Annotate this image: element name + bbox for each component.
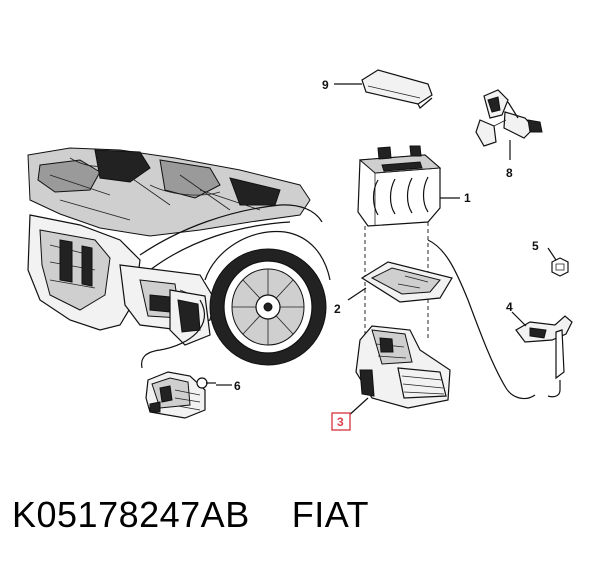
vehicle-front-illustration: [27, 147, 331, 366]
callout-8: 8: [506, 166, 513, 180]
battery-support-part-3: [355, 325, 451, 409]
callout-6: 6: [234, 379, 241, 393]
exploded-parts-diagram: 9 8 1 5 2 4 6 3: [27, 69, 573, 431]
part-number: K05178247AB: [12, 494, 250, 535]
leader-line-5: [547, 247, 557, 261]
part-caption: K05178247AB FIAT: [12, 494, 369, 536]
callout-3: 3: [337, 415, 344, 429]
diagram-canvas: 9 8 1 5 2 4 6 3: [27, 69, 573, 431]
leader-line-vehicle: [140, 299, 206, 369]
callout-3-boxed: 3: [331, 412, 351, 431]
bolt-part-6: [196, 377, 216, 389]
battery-tray-part-2: [360, 261, 453, 303]
callout-9: 9: [322, 78, 329, 92]
callout-5: 5: [532, 239, 539, 253]
callout-3-frame: [331, 412, 351, 431]
battery-cable: [427, 239, 536, 400]
sensor-part-8: [475, 89, 543, 147]
callout-4: 4: [506, 300, 513, 314]
brand-name: FIAT: [291, 494, 370, 535]
leader-line-2: [347, 287, 367, 301]
hold-down-part-4: [515, 315, 573, 398]
small-bracket-assembly: [145, 371, 206, 419]
battery-part-1: [357, 145, 442, 227]
leader-line-4: [511, 311, 527, 327]
callout-1: 1: [464, 191, 471, 205]
battery-shield-part-9: [361, 69, 433, 109]
callout-2: 2: [334, 302, 341, 316]
nut-part-5: [551, 257, 569, 277]
